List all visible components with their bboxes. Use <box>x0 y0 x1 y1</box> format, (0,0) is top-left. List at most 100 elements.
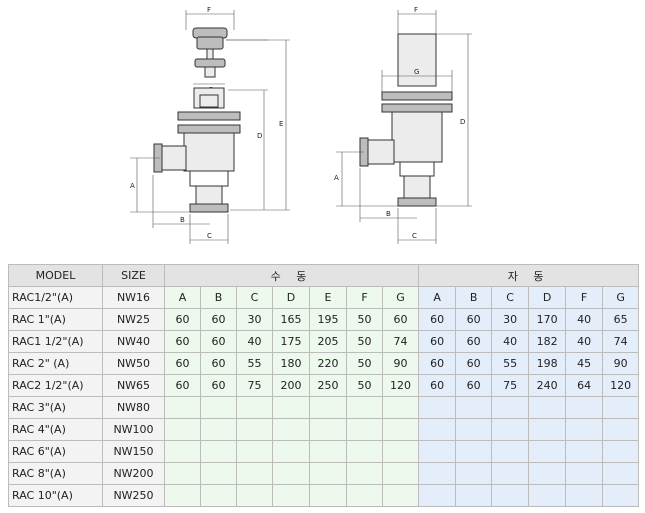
table-row: RAC 4"(A)NW100 <box>8 418 640 441</box>
auto-dim-cell <box>455 484 493 507</box>
header-manual: 수 동 <box>163 264 420 287</box>
table-header-row: MODEL SIZE 수 동 자 동 <box>8 264 640 287</box>
auto-dim-cell: 65 <box>602 308 640 331</box>
manual-dim-cell: F <box>346 286 383 309</box>
auto-dim-cell <box>491 418 530 441</box>
manual-dim-cell: 165 <box>272 308 310 331</box>
manual-dim-cell: 200 <box>272 374 310 397</box>
auto-dim-label-a: A <box>334 174 339 182</box>
manual-dim-cell <box>236 484 273 507</box>
manual-dim-cell <box>272 462 310 485</box>
manual-dim-cell: 205 <box>309 330 347 353</box>
manual-dim-cell <box>381 418 420 441</box>
manual-dim-cell <box>381 484 420 507</box>
size-cell: NW25 <box>102 308 165 331</box>
manual-dim-cell: C <box>236 286 273 309</box>
manual-dim-cell: G <box>381 286 420 309</box>
manual-dim-cell <box>200 440 237 463</box>
manual-dim-cell: A <box>164 286 201 309</box>
auto-dim-cell <box>491 484 530 507</box>
size-cell: NW16 <box>102 286 165 309</box>
auto-dim-cell: 40 <box>565 330 604 353</box>
auto-dim-cell: 40 <box>491 330 530 353</box>
manual-dim-cell <box>309 440 347 463</box>
model-cell: RAC 3"(A) <box>8 396 103 419</box>
manual-dim-cell: 60 <box>164 308 201 331</box>
manual-dim-cell: 60 <box>164 374 201 397</box>
table-row: RAC 8"(A)NW200 <box>8 462 640 485</box>
auto-dim-cell <box>418 462 457 485</box>
manual-dim-cell <box>309 396 347 419</box>
manual-valve-drawing: F G <box>130 6 290 244</box>
auto-dim-cell: 60 <box>418 374 457 397</box>
auto-dim-cell <box>491 440 530 463</box>
model-cell: RAC1/2"(A) <box>8 286 103 309</box>
auto-dim-cell <box>491 396 530 419</box>
manual-dim-cell: 75 <box>236 374 273 397</box>
model-cell: RAC1 1/2"(A) <box>8 330 103 353</box>
valve-drawings: F G <box>130 6 472 244</box>
auto-dim-cell: 75 <box>491 374 530 397</box>
auto-dim-cell <box>602 418 640 441</box>
manual-dim-cell <box>236 462 273 485</box>
auto-dim-cell <box>565 462 604 485</box>
auto-dim-cell: 60 <box>455 352 493 375</box>
model-cell: RAC 1"(A) <box>8 308 103 331</box>
auto-dim-cell <box>455 418 493 441</box>
manual-dim-cell <box>200 484 237 507</box>
auto-dim-cell: 170 <box>528 308 567 331</box>
manual-dim-cell: 180 <box>272 352 310 375</box>
dim-label-b: B <box>180 216 185 224</box>
auto-dim-cell <box>565 440 604 463</box>
auto-dim-cell <box>528 440 567 463</box>
manual-dim-cell <box>346 462 383 485</box>
manual-dim-cell <box>200 418 237 441</box>
auto-dim-cell: F <box>565 286 604 309</box>
auto-valve-drawing: F G D <box>334 6 472 244</box>
auto-dim-label-f: F <box>414 6 418 14</box>
auto-dim-cell <box>455 440 493 463</box>
manual-dim-cell <box>164 462 201 485</box>
manual-dim-cell <box>381 396 420 419</box>
manual-dim-cell <box>346 396 383 419</box>
manual-dim-cell <box>272 418 310 441</box>
manual-dim-cell: 60 <box>164 352 201 375</box>
manual-dim-cell <box>309 462 347 485</box>
size-cell: NW50 <box>102 352 165 375</box>
auto-dim-cell: A <box>418 286 457 309</box>
auto-dim-cell: 60 <box>418 352 457 375</box>
manual-dim-cell: D <box>272 286 310 309</box>
auto-dim-cell: 45 <box>565 352 604 375</box>
header-model: MODEL <box>8 264 103 287</box>
dim-label-d: D <box>257 132 262 140</box>
manual-dim-cell: 74 <box>381 330 420 353</box>
auto-dim-cell <box>491 462 530 485</box>
manual-dim-cell: E <box>309 286 347 309</box>
manual-dim-cell: 60 <box>200 308 237 331</box>
auto-dim-cell: C <box>491 286 530 309</box>
auto-dim-label-g: G <box>414 68 419 76</box>
auto-dim-cell <box>528 396 567 419</box>
manual-dim-cell: 60 <box>200 330 237 353</box>
size-cell: NW100 <box>102 418 165 441</box>
model-cell: RAC 6"(A) <box>8 440 103 463</box>
dim-label-a: A <box>130 182 135 190</box>
manual-dim-cell: 40 <box>236 330 273 353</box>
auto-dim-cell: 55 <box>491 352 530 375</box>
auto-dim-cell: B <box>455 286 493 309</box>
dim-label-c: C <box>207 232 212 240</box>
auto-dim-cell: G <box>602 286 640 309</box>
size-cell: NW65 <box>102 374 165 397</box>
manual-dim-cell: 30 <box>236 308 273 331</box>
manual-dim-cell <box>164 440 201 463</box>
manual-dim-cell <box>200 462 237 485</box>
manual-dim-cell <box>309 418 347 441</box>
table-row: RAC 6"(A)NW150 <box>8 440 640 463</box>
manual-dim-cell <box>309 484 347 507</box>
auto-dim-cell: 30 <box>491 308 530 331</box>
auto-dim-cell: D <box>528 286 567 309</box>
manual-dim-cell: 120 <box>381 374 420 397</box>
auto-dim-label-c: C <box>412 232 417 240</box>
